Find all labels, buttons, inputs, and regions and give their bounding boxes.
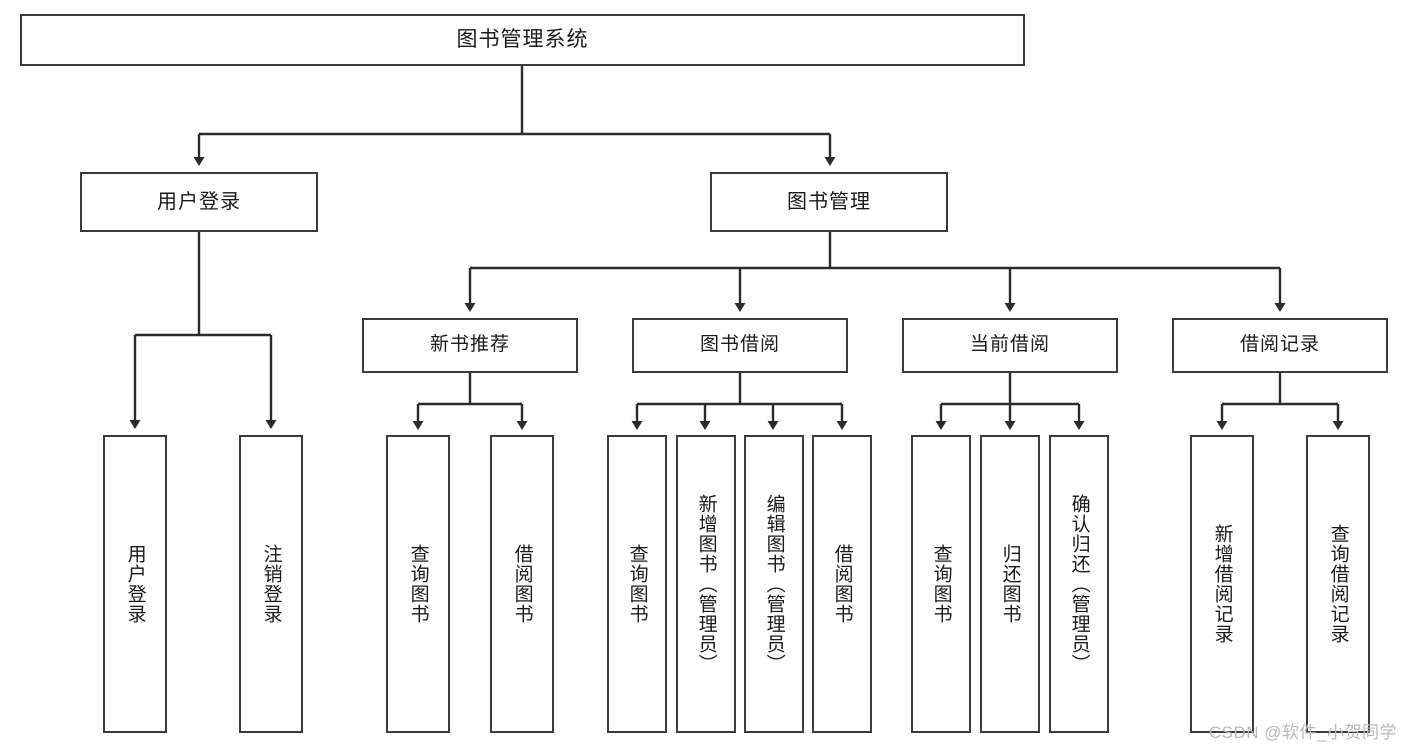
leaf-borrow-record-add-record-label: 新增借阅记录 <box>1211 524 1233 644</box>
node-root-book-management-system[interactable]: 图书管理系统 <box>20 14 1025 66</box>
leaf-user-login-signout-label: 注销登录 <box>260 544 282 624</box>
node-book-borrow-label: 图书借阅 <box>699 334 780 356</box>
node-current-borrow-label: 当前借阅 <box>969 334 1050 356</box>
node-user-login-label: 用户登录 <box>157 191 241 213</box>
leaf-new-book-borrow-books-label: 借阅图书 <box>511 544 533 624</box>
node-book-borrow[interactable]: 图书借阅 <box>632 318 848 373</box>
leaf-book-borrow-add-book-admin[interactable]: 新增图书（管理员） <box>676 435 736 733</box>
node-book-management-label: 图书管理 <box>787 191 871 213</box>
leaf-borrow-record-query-record-label: 查询借阅记录 <box>1327 524 1349 644</box>
node-user-login[interactable]: 用户登录 <box>80 172 318 232</box>
node-book-management[interactable]: 图书管理 <box>710 172 948 232</box>
leaf-book-borrow-query-books-label: 查询图书 <box>626 544 648 624</box>
leaf-current-borrow-confirm-return-admin-label: 确认归还（管理员） <box>1068 494 1090 674</box>
leaf-book-borrow-borrow-books[interactable]: 借阅图书 <box>812 435 872 733</box>
watermark-text: CSDN @软件_小贺同学 <box>1208 723 1397 742</box>
leaf-current-borrow-query-books-label: 查询图书 <box>930 544 952 624</box>
leaf-current-borrow-return-books-label: 归还图书 <box>999 544 1021 624</box>
leaf-borrow-record-query-record[interactable]: 查询借阅记录 <box>1306 435 1370 733</box>
node-current-borrow[interactable]: 当前借阅 <box>902 318 1118 373</box>
node-new-book-recommend[interactable]: 新书推荐 <box>362 318 578 373</box>
node-root-label: 图书管理系统 <box>456 28 589 52</box>
leaf-new-book-query-books-label: 查询图书 <box>407 544 429 624</box>
leaf-book-borrow-edit-book-admin-label: 编辑图书（管理员） <box>763 494 785 674</box>
leaf-user-login-signin-label: 用户登录 <box>124 544 146 624</box>
leaf-current-borrow-return-books[interactable]: 归还图书 <box>980 435 1040 733</box>
leaf-current-borrow-confirm-return-admin[interactable]: 确认归还（管理员） <box>1049 435 1109 733</box>
leaf-new-book-borrow-books[interactable]: 借阅图书 <box>490 435 554 733</box>
node-borrow-record[interactable]: 借阅记录 <box>1172 318 1388 373</box>
leaf-book-borrow-add-book-admin-label: 新增图书（管理员） <box>695 494 717 674</box>
leaf-borrow-record-add-record[interactable]: 新增借阅记录 <box>1190 435 1254 733</box>
leaf-book-borrow-borrow-books-label: 借阅图书 <box>831 544 853 624</box>
node-borrow-record-label: 借阅记录 <box>1239 334 1320 356</box>
leaf-user-login-signin[interactable]: 用户登录 <box>103 435 167 733</box>
leaf-current-borrow-query-books[interactable]: 查询图书 <box>911 435 971 733</box>
leaf-new-book-query-books[interactable]: 查询图书 <box>386 435 450 733</box>
leaf-book-borrow-query-books[interactable]: 查询图书 <box>607 435 667 733</box>
leaf-user-login-signout[interactable]: 注销登录 <box>239 435 303 733</box>
node-new-book-recommend-label: 新书推荐 <box>429 334 510 356</box>
leaf-book-borrow-edit-book-admin[interactable]: 编辑图书（管理员） <box>744 435 804 733</box>
